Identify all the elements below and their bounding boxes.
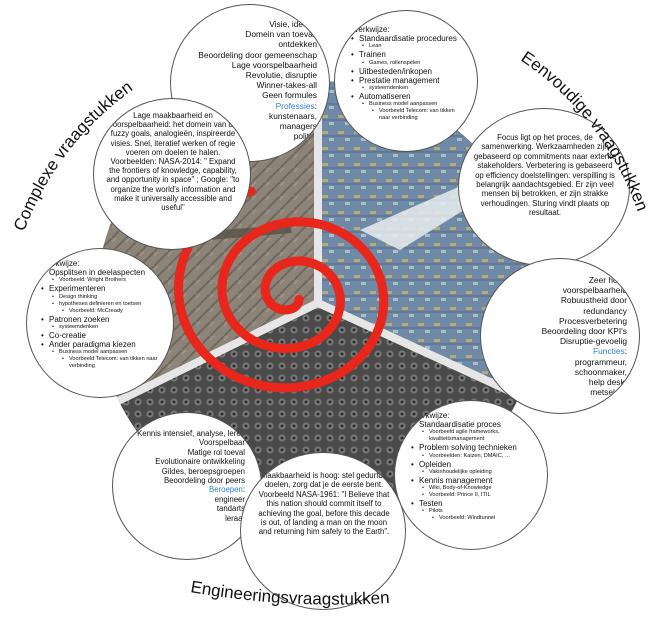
engineering-line: Voorspelbaar	[199, 438, 245, 448]
work-subitem: Voorbeelden: Kaizen, DMAIC, …	[411, 453, 537, 460]
work-subitem: Vakinhoudelijke opleiding	[411, 469, 537, 476]
work-item: Ander paradigma kiezen	[41, 340, 161, 349]
complex-line: Revolutie, disruptie	[245, 70, 317, 81]
work-heading: Werkwijze:	[351, 25, 390, 34]
work-item: Experimenteren	[41, 284, 161, 293]
work-item: Prestatie management	[351, 76, 467, 85]
work-item: Trainen	[351, 50, 467, 59]
simple-work-bubble: Werkwijze:Standaardisatie proceduresLean…	[334, 10, 478, 152]
work-item: Automatiseren	[351, 92, 467, 101]
simple-line: Disruptie-gevoelig	[559, 336, 627, 347]
complex-description-bubble: Lage maakbaarheid en voorspelbaarheid: h…	[93, 98, 251, 250]
simple-description: Focus ligt op het proces, de samenwerkin…	[473, 133, 617, 218]
work-subitem: hypotheses definieren en toetsen	[41, 301, 161, 308]
simple-line: voorspelbaarheid	[562, 285, 627, 296]
simple-roles-heading: Functies:	[489, 346, 627, 356]
simple-line: Zeer hoge	[588, 275, 627, 285]
work-item: Opleiden	[411, 460, 537, 469]
complex-work-bubble: Werkwijze:Opsplitsen in deelaspectenVoor…	[26, 248, 174, 398]
role-item: engineer	[214, 494, 245, 504]
work-subitem: Lean	[351, 43, 467, 50]
simple-line: Robuustheid door	[560, 295, 627, 306]
engineering-description-bubble: Maakbaarheid is hoog: stel gedurfde doel…	[240, 452, 406, 610]
engineering-characteristics-bubble: Kennis intensief, analyse, leren Voorspe…	[112, 412, 262, 560]
engineering-line: Beoordeling door peers	[163, 476, 245, 486]
work-item: Opsplitsen in deelaspecten	[41, 268, 161, 277]
role-label: Beroepen	[209, 485, 243, 495]
role-label: Functies	[593, 346, 625, 357]
engineering-characteristics: Kennis intensief, analyse, leren Voorspe…	[121, 429, 245, 523]
work-subitem: Voorbeeld: Wright Brothers	[41, 277, 161, 284]
complex-line: Winner-takes-all	[256, 80, 317, 91]
work-subitem: systeemdenken	[41, 324, 161, 331]
complex-characteristics: Visie, ideeën Domein van toeval, ontdekk…	[181, 19, 317, 141]
work-subitem: Voorbeeld: Prince II, ITIL	[411, 492, 537, 499]
work-subitem: systeemdenken	[351, 85, 467, 92]
work-heading: Werkwijze:	[411, 411, 450, 420]
engineering-work-list: Werkwijze:Standaardisatie procesVoorbeel…	[411, 411, 537, 522]
complex-line: ontdekken	[278, 39, 317, 50]
work-subitem: Pilots	[411, 508, 537, 515]
role-item: programmeur,	[574, 356, 627, 367]
work-subitem: Voorbeeld Telecom: van tikken naar verbi…	[351, 108, 467, 122]
role-colon: :	[314, 100, 317, 111]
simple-line: Beoordeling door KPI's	[541, 326, 627, 337]
role-item: politici	[293, 131, 317, 142]
work-item: Standaardisatie procedures	[351, 34, 467, 43]
work-item: Kennis management	[411, 476, 537, 485]
role-item: leraar	[225, 513, 245, 523]
work-subitem: Voorbeeld agile frameworks, kwaliteitsma…	[411, 429, 537, 443]
engineering-line: Gildes, beroepsgroepen	[161, 466, 245, 476]
role-item: help desk,	[588, 377, 627, 388]
complex-line: Beoordeling door gemeenschap	[198, 49, 317, 60]
simple-characteristics: Zeer hoge voorspelbaarheid Robuustheid d…	[489, 275, 627, 397]
role-colon: :	[624, 346, 627, 357]
work-subitem: Wiki, Body-of-Knowledge	[411, 485, 537, 492]
role-item: schoonmaker,	[574, 366, 627, 377]
work-item: Co-creatie	[41, 331, 161, 340]
complex-line: Domein van toeval,	[245, 29, 317, 40]
complex-work-list: Werkwijze:Opsplitsen in deelaspectenVoor…	[41, 259, 161, 370]
simple-line: Procesverbetering	[559, 315, 627, 326]
complex-line: Geen formules	[262, 90, 317, 101]
simple-characteristics-bubble: Zeer hoge voorspelbaarheid Robuustheid d…	[480, 258, 640, 414]
engineering-line: Evolutionaire ontwikkeling	[155, 457, 245, 467]
role-item: managers	[279, 121, 317, 132]
complex-line: Visie, ideeën	[269, 19, 317, 29]
role-item: kunstenaars,	[269, 110, 317, 121]
work-subitem: Business model aanpassen	[41, 349, 161, 356]
work-subitem: Voorbeeld: Windtunnel	[411, 515, 537, 522]
work-item: Problem solving technieken	[411, 443, 537, 452]
complex-description: Lage maakbaarheid en voorspelbaarheid: h…	[106, 111, 240, 213]
role-label: Professies	[275, 100, 315, 111]
work-subitem: Voorbeeld: McCready	[41, 308, 161, 315]
work-subitem: Business model aanpassen	[351, 101, 467, 108]
role-item: metselaar	[590, 387, 627, 398]
work-subitem: Voorbeeld Telecom: van tikken naar verbi…	[41, 356, 161, 370]
work-subitem: Design thinking	[41, 294, 161, 301]
simple-line: redundancy	[583, 305, 627, 316]
engineering-work-bubble: Werkwijze:Standaardisatie procesVoorbeel…	[394, 400, 548, 550]
complex-roles-heading: Professies:	[181, 101, 317, 111]
work-heading: Werkwijze:	[41, 259, 80, 268]
work-item: Standaardisatie proces	[411, 420, 537, 429]
spiral	[174, 186, 389, 393]
engineering-line: Kennis intensief, analyse, leren	[137, 429, 245, 438]
engineering-description: Maakbaarheid is hoog: stel gedurfde doel…	[258, 471, 390, 537]
work-item: Uitbesteden/inkopen	[351, 67, 467, 76]
work-item: Testen	[411, 499, 537, 508]
role-colon: :	[242, 485, 245, 495]
work-subitem: Games, rollenspelen	[351, 60, 467, 67]
simple-description-bubble: Focus ligt op het proces, de samenwerkin…	[458, 108, 630, 266]
role-item: tandarts	[216, 504, 245, 514]
complex-line: Lage voorspelbaarheid	[231, 59, 317, 70]
work-item: Patronen zoeken	[41, 315, 161, 324]
simple-work-list: Werkwijze:Standaardisatie proceduresLean…	[351, 25, 467, 122]
engineering-roles-heading: Beroepen:	[121, 485, 245, 494]
engineering-line: Matige rol toeval	[187, 447, 245, 457]
